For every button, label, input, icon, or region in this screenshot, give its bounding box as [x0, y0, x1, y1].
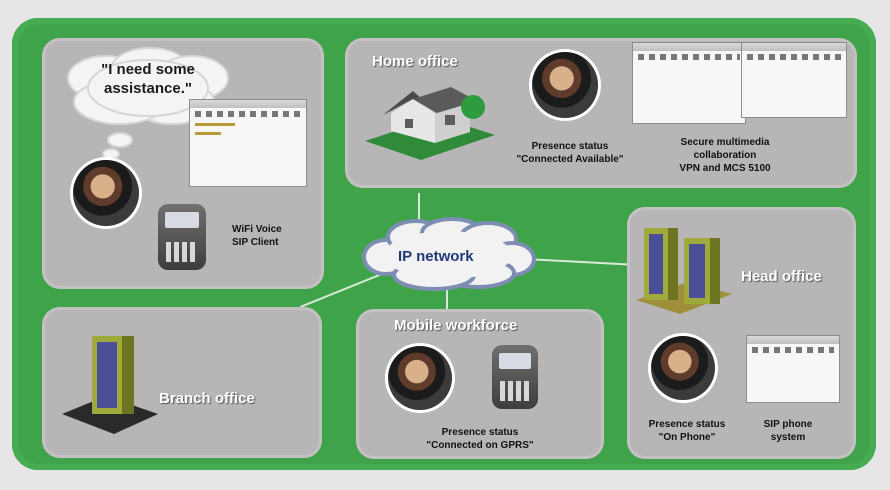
branch-office-title: Branch office: [159, 390, 255, 407]
presence-phone-label: Presence status "On Phone": [648, 419, 726, 443]
ip-network-cloud: [362, 217, 536, 291]
remote-worker-avatar: [73, 160, 139, 226]
collab-screen-1: [632, 42, 746, 124]
presence-gprs-label: Presence status "Connected on GPRS": [426, 427, 534, 451]
sip-system-screenshot: [746, 335, 840, 403]
home-worker-avatar: [532, 52, 598, 118]
head-office-title: Head office: [741, 268, 822, 285]
presence-available-label: Presence status "Connected Available": [516, 141, 624, 165]
thought-text: "I need some assistance.": [101, 61, 195, 97]
branch-office-building-icon: [62, 336, 158, 434]
ip-network-label: IP network: [398, 248, 474, 265]
wifi-voice-label: WiFi Voice SIP Client: [232, 224, 282, 248]
mobile-workforce-title: Mobile workforce: [394, 317, 518, 334]
sip-phone-system-label: SIP phone system: [763, 419, 813, 443]
mobile-phone-icon: [492, 345, 538, 409]
collab-screen-2: [741, 42, 847, 118]
head-office-building-icon: [636, 228, 732, 314]
house-icon: [365, 87, 495, 160]
secure-collab-label: Secure multimedia collaboration VPN and …: [679, 137, 771, 174]
wifi-phone-icon: [158, 204, 206, 270]
home-office-title: Home office: [372, 53, 458, 70]
head-office-avatar: [651, 336, 715, 400]
remote-client-screenshot: [189, 99, 307, 187]
branch-office-panel: [42, 307, 322, 458]
mobile-worker-avatar: [388, 346, 452, 410]
